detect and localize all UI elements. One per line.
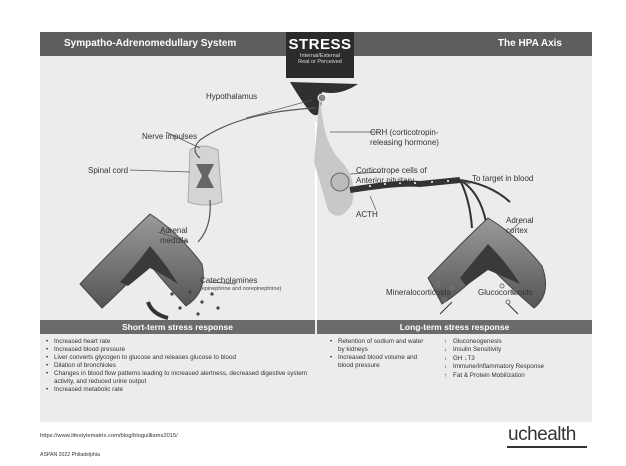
label-catecholamines-detail: (epinephrine and norepinephrine) bbox=[200, 286, 281, 292]
label-to-target-in-blood: To target in blood bbox=[472, 174, 533, 183]
short-term-item: Increased blood pressure bbox=[46, 346, 310, 354]
long-term-item: Increased blood volume and blood pressur… bbox=[330, 354, 430, 370]
effect-gh-t3: ↓GH ↓T3 bbox=[444, 355, 590, 363]
pituitary-stalk bbox=[314, 92, 354, 216]
logo-underline bbox=[507, 446, 587, 448]
catecholamine-vessel bbox=[148, 302, 168, 318]
short-term-item: Increased metabolic rate bbox=[46, 386, 310, 394]
down-arrow-icon: ↓ bbox=[444, 363, 453, 371]
effect-immune-response: ↓Immune/Inflammatory Response bbox=[444, 363, 590, 371]
footer-conference: ASPAN 2022 Philadelphia bbox=[40, 452, 100, 458]
short-term-item: Liver converts glycogen to glucose and r… bbox=[46, 354, 310, 362]
effect-gluconeogenesis: ↑Gluconeogenesis bbox=[444, 338, 590, 346]
label-acth: ACTH bbox=[356, 210, 378, 219]
label-adrenal-medulla-2: medulla bbox=[160, 236, 188, 245]
label-corticotrope-1: Corticotrope cells of bbox=[356, 166, 427, 175]
down-arrow-icon: ↓ bbox=[444, 346, 453, 354]
label-adrenal-medulla-1: Adrenal bbox=[160, 226, 188, 235]
label-nerve-impulses: Nerve impulses bbox=[142, 132, 197, 141]
short-term-response-bar: Short-term stress response bbox=[40, 320, 315, 334]
stress-box: STRESS Internal/External Real or Perceiv… bbox=[286, 32, 354, 78]
label-catecholamines: Catecholamines bbox=[200, 276, 257, 285]
label-glucocorticoids: Glucocorticoids bbox=[478, 288, 533, 297]
up-arrow-icon: ↑ bbox=[444, 338, 453, 346]
label-hypothalamus: Hypothalamus bbox=[206, 92, 257, 101]
label-crh-2: releasing hormone) bbox=[370, 138, 439, 147]
hypothalamus-neuron bbox=[318, 94, 326, 102]
long-term-list: Retention of sodium and water by kidneys… bbox=[330, 338, 430, 370]
stress-title: STRESS bbox=[286, 36, 354, 53]
label-adrenal-cortex-2: cortex bbox=[506, 226, 528, 235]
short-term-list: Increased heart rate Increased blood pre… bbox=[46, 338, 310, 394]
down-arrow-icon: ↓ bbox=[444, 355, 453, 363]
short-term-item: Changes in blood flow patterns leading t… bbox=[46, 370, 310, 386]
long-term-effects: ↑Gluconeogenesis ↓Insulin Sensitivity ↓G… bbox=[444, 338, 590, 380]
glucocorticoid-arrow bbox=[508, 304, 518, 314]
stress-subtitle-2: Real or Perceived bbox=[286, 59, 354, 65]
stress-diagram-figure: Sympatho-Adrenomedullary System The HPA … bbox=[40, 32, 592, 422]
source-link[interactable]: https://www.lifestylematrix.com/blog/blo… bbox=[40, 433, 178, 439]
long-term-item: Retention of sodium and water by kidneys bbox=[330, 338, 430, 354]
corticotrope-cells bbox=[331, 173, 349, 191]
effect-insulin-sensitivity: ↓Insulin Sensitivity bbox=[444, 346, 590, 354]
label-spinal-cord: Spinal cord bbox=[88, 166, 128, 175]
nerve-fiber-to-adrenal bbox=[198, 200, 210, 242]
long-term-response-bar: Long-term stress response bbox=[317, 320, 592, 334]
up-arrow-icon: ↑ bbox=[444, 372, 453, 380]
uchealth-logo: uchealth bbox=[508, 424, 576, 446]
short-term-item: Increased heart rate bbox=[46, 338, 310, 346]
label-adrenal-cortex-1: Adrenal bbox=[506, 216, 534, 225]
label-corticotrope-2: Anterior pituitary bbox=[356, 176, 414, 185]
short-term-item: Dilation of bronchioles bbox=[46, 362, 310, 370]
label-mineralocorticoids: Mineralocorticoids bbox=[386, 288, 450, 297]
effect-fat-protein-mobilization: ↑Fat & Protein Mobilization bbox=[444, 372, 590, 380]
label-crh-1: CRH (corticotropin- bbox=[370, 128, 438, 137]
